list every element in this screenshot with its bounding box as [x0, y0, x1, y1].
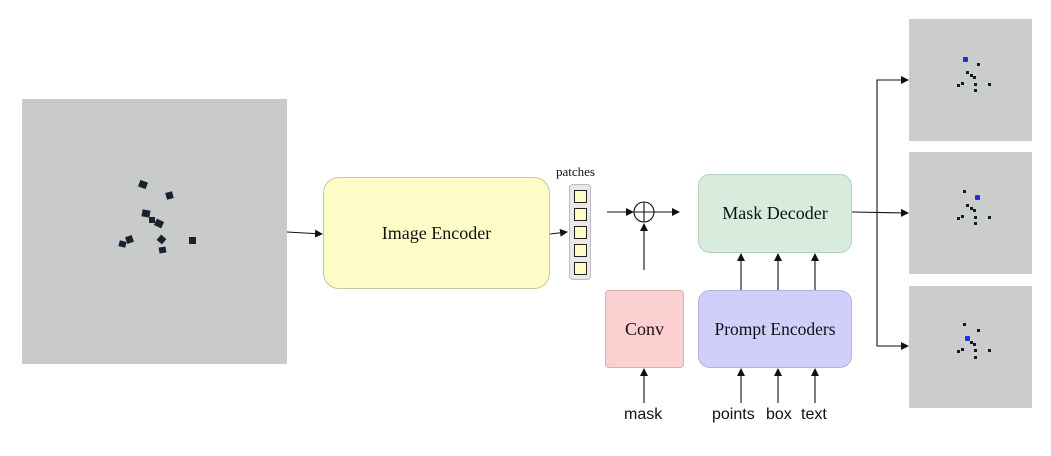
object-dot: [966, 71, 969, 74]
patch-tokens: [569, 184, 591, 280]
image-encoder-block: Image Encoder: [323, 177, 550, 289]
prompt-point-marker: [963, 57, 968, 62]
arrow-decoder-to-output-1: [876, 76, 909, 212]
patch-token: [574, 208, 587, 221]
object-dot: [970, 341, 973, 344]
output-mask-2: [909, 152, 1032, 274]
image-encoder-label: Image Encoder: [381, 222, 492, 243]
arrow-decoder-out: [851, 208, 909, 217]
object-dot: [973, 76, 976, 79]
object-piece: [149, 217, 155, 223]
patch-token: [574, 190, 587, 203]
object-dot: [970, 207, 973, 210]
object-dot: [957, 350, 960, 353]
box-input-label: box: [766, 406, 792, 423]
input-image: [22, 99, 287, 364]
object-dot: [977, 63, 980, 66]
prompt-encoders-label: Prompt Encoders: [714, 318, 836, 339]
object-dot: [970, 74, 973, 77]
mask-decoder-label: Mask Decoder: [722, 203, 828, 223]
object-dot: [973, 343, 976, 346]
patch-token: [574, 244, 587, 257]
patch-token: [574, 262, 587, 275]
prompt-encoders-block: Prompt Encoders: [698, 290, 852, 368]
text-input-label: text: [801, 406, 827, 423]
conv-block: Conv: [605, 290, 684, 368]
points-input-label: points: [712, 406, 755, 423]
object-dot: [974, 349, 977, 352]
object-dot: [988, 349, 991, 352]
arrow-decoder-to-output-3: [876, 212, 909, 350]
prompt-point-marker: [975, 195, 980, 200]
object-dot: [974, 89, 977, 92]
arrow-image-to-encoder: [286, 229, 323, 238]
object-dot: [961, 348, 964, 351]
mask-input-label: mask: [624, 406, 663, 423]
circled-plus-icon: [633, 201, 655, 223]
object-dot: [974, 83, 977, 86]
output-mask-1: [909, 19, 1032, 141]
object-dot: [961, 82, 964, 85]
object-dot: [957, 84, 960, 87]
patches-label: patches: [556, 164, 595, 179]
object-dot: [963, 190, 966, 193]
mask-decoder-block: Mask Decoder: [698, 174, 852, 253]
patch-token: [574, 226, 587, 239]
object-dot: [966, 204, 969, 207]
object-dot: [977, 329, 980, 332]
object-dot: [957, 217, 960, 220]
prompt-point-marker: [965, 336, 970, 341]
object-dot: [988, 83, 991, 86]
object-dot: [961, 215, 964, 218]
object-dot: [988, 216, 991, 219]
object-dot: [974, 222, 977, 225]
object-dot: [963, 323, 966, 326]
object-dot: [973, 209, 976, 212]
object-dot: [974, 216, 977, 219]
object-piece: [189, 237, 196, 244]
output-mask-3: [909, 286, 1032, 408]
arrow-encoder-to-patches: [549, 228, 568, 237]
object-dot: [974, 356, 977, 359]
conv-label: Conv: [624, 318, 664, 339]
